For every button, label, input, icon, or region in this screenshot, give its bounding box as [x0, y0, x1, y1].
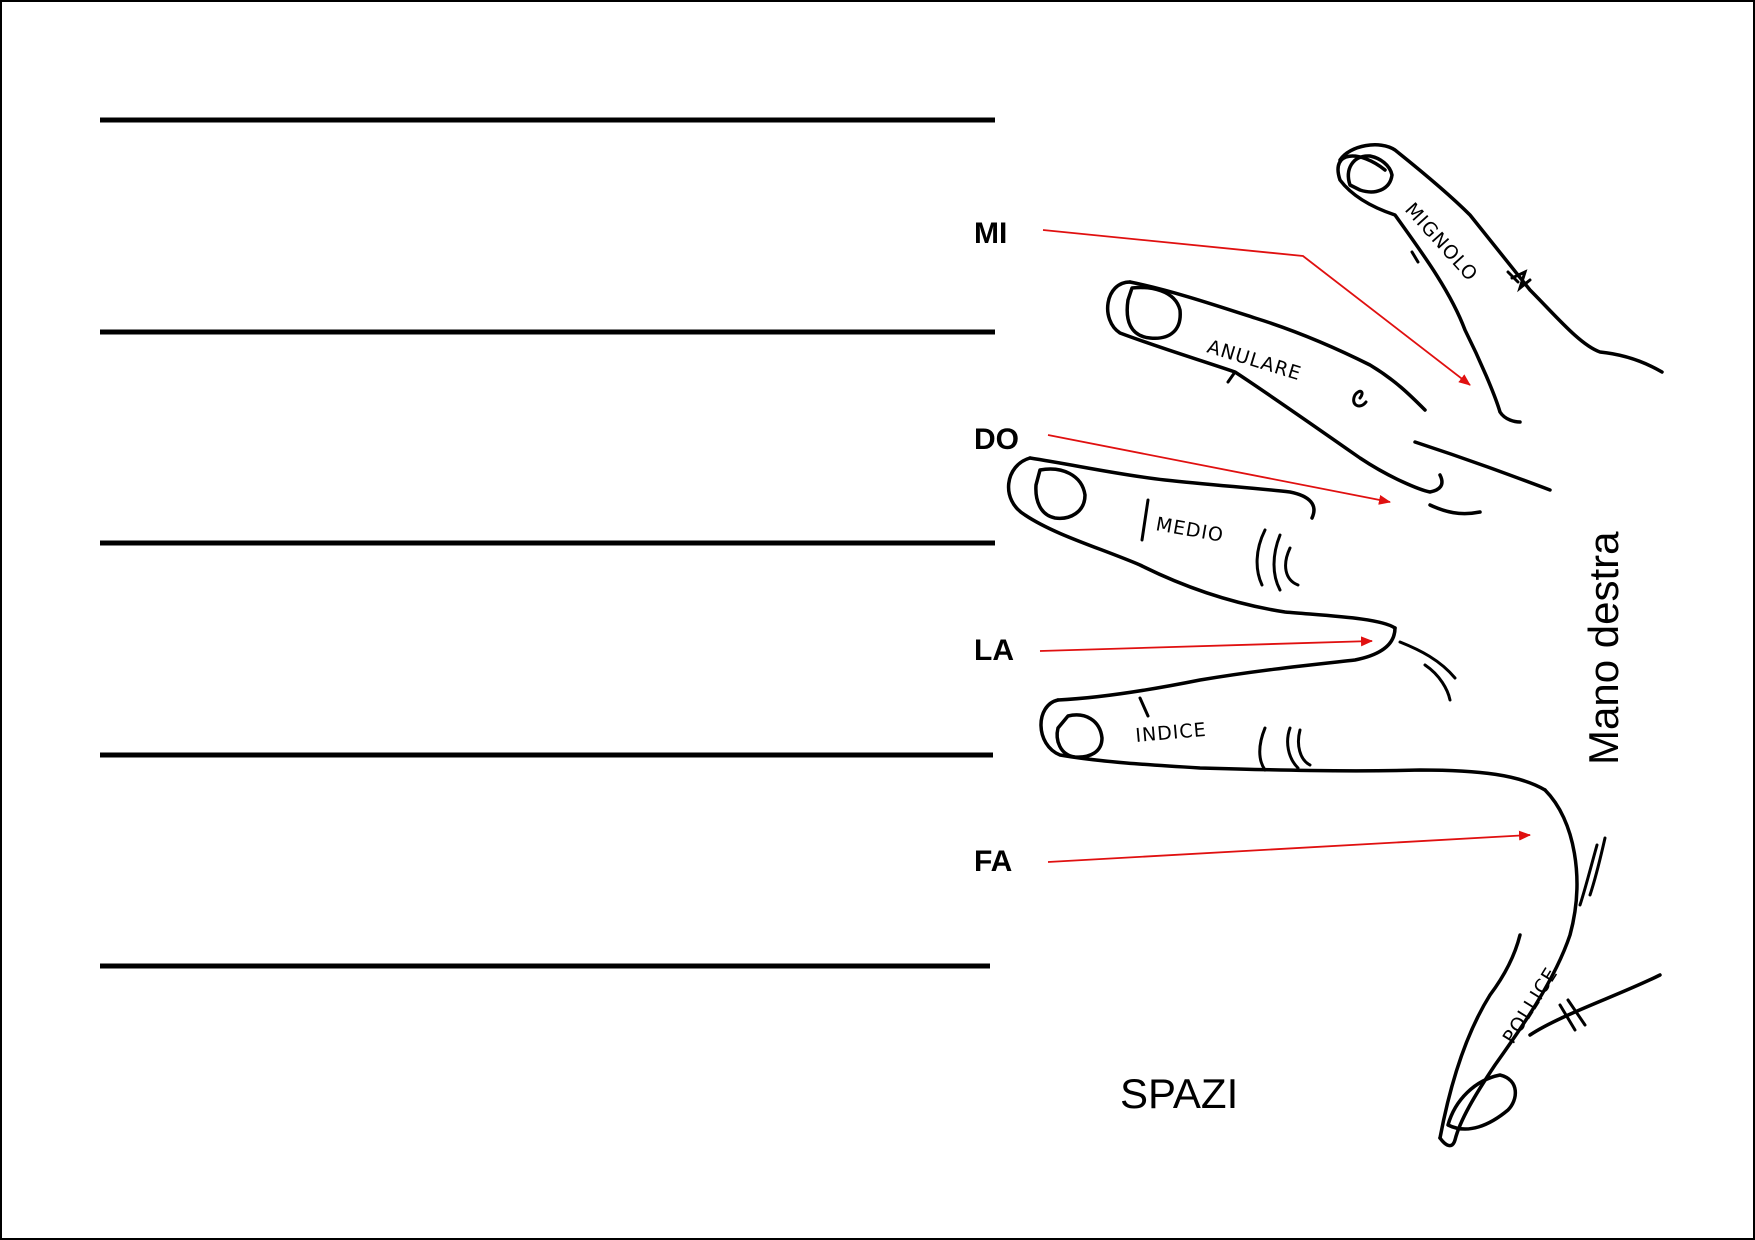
music-staff [100, 117, 995, 969]
arrow-la-to-middle [1039, 636, 1373, 652]
caption-spazi: SPAZI [1120, 1070, 1238, 1117]
ring-finger [1105, 280, 1552, 516]
pinky-finger [1336, 143, 1664, 424]
note-label-la: LA [974, 634, 1014, 667]
arrow-fa-to-index [1047, 830, 1531, 863]
arrow-mi-to-pinky [1042, 229, 1471, 386]
middle-finger [1007, 456, 1457, 702]
finger-names: MIGNOLO ANULARE MEDIO INDICE POLLICE [1135, 199, 1563, 1048]
index-finger [1039, 626, 1547, 792]
right-hand-drawing [1007, 143, 1664, 1148]
finger-name-anulare: ANULARE [1205, 336, 1305, 385]
thumb [1438, 788, 1662, 1148]
note-label-fa: FA [974, 845, 1012, 878]
finger-name-medio: MEDIO [1154, 513, 1225, 547]
pointer-arrows [1039, 229, 1531, 863]
arrow-do-to-ring [1047, 434, 1391, 505]
note-label-do: DO [974, 423, 1019, 456]
space-note-labels: MI DO LA FA [974, 217, 1019, 878]
finger-name-indice: INDICE [1135, 719, 1208, 747]
side-title-mano-destra: Mano destra [1580, 531, 1627, 765]
note-label-mi: MI [974, 217, 1007, 250]
